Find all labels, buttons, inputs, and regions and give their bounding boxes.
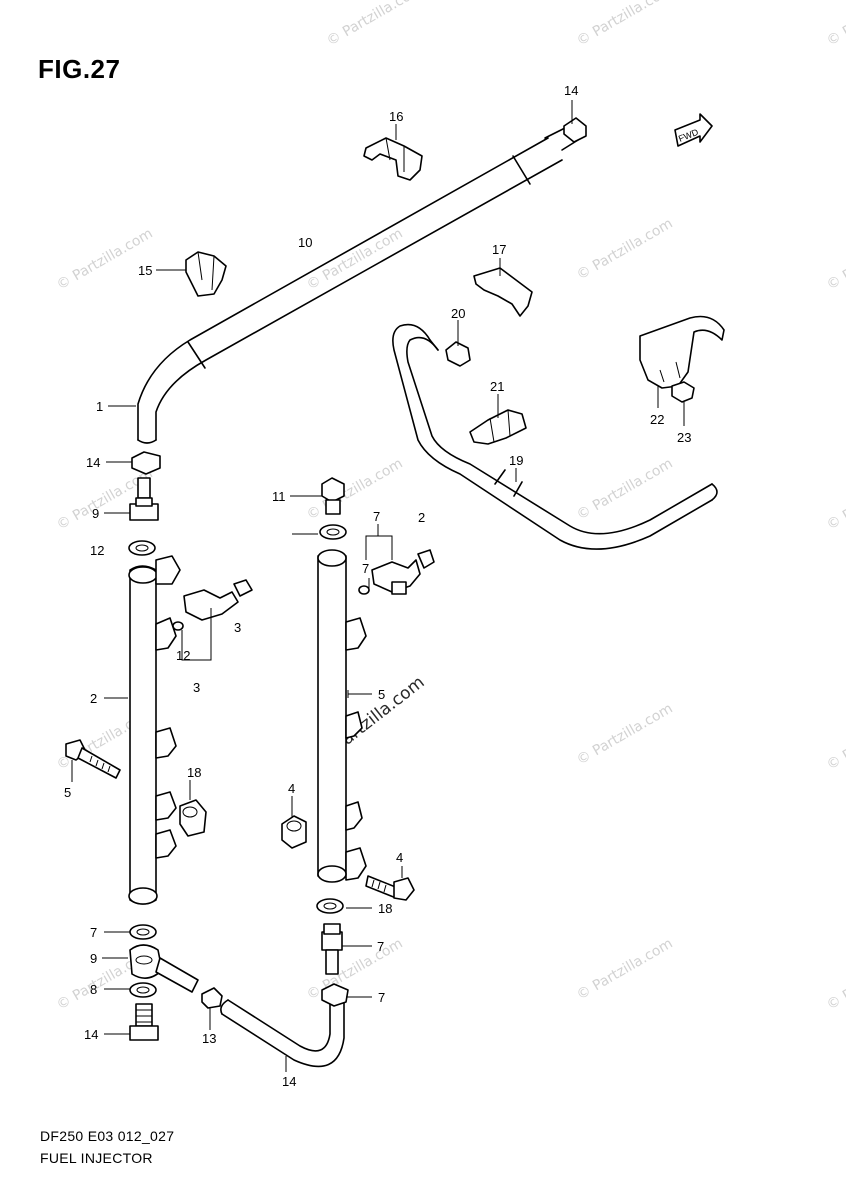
grommet-4-right [281, 815, 307, 849]
watermark: © Partzilla.com [54, 226, 156, 294]
watermark: © Partzilla.com [824, 946, 846, 1014]
watermark: © Partzilla.com [574, 0, 676, 49]
callout: 21 [490, 379, 504, 394]
watermark: © Partzilla.com [304, 226, 406, 294]
callout: 14 [282, 1074, 296, 1089]
fuel-hose-19 [392, 323, 718, 550]
hose-clamp-15 [185, 251, 227, 297]
callout: 18 [378, 901, 392, 916]
washer-7-right [319, 524, 347, 540]
callout: 10 [298, 235, 312, 250]
fuel-hose-10 [137, 127, 579, 444]
callout: 19 [509, 453, 523, 468]
fuel-hose-6 [220, 995, 345, 1068]
watermark: © Partzilla.com [574, 216, 676, 284]
callout: 14 [84, 1027, 98, 1042]
fuel-rail-5-left [128, 555, 181, 905]
bolt-11 [321, 477, 345, 515]
fwd-arrow-icon: FWD [674, 113, 713, 147]
callout: 12 [176, 648, 190, 663]
callout: 23 [677, 430, 691, 445]
callout: 7 [378, 990, 385, 1005]
callout: 5 [64, 785, 71, 800]
union-fitting-8 [129, 944, 199, 993]
washer-7-union [129, 982, 157, 998]
callout: 18 [187, 765, 201, 780]
watermark: © Partzilla.com [574, 936, 676, 1004]
bolt-23 [671, 381, 695, 403]
hose-clamp-14 [563, 117, 587, 143]
bolt-18-right [365, 875, 415, 901]
washer-7 [128, 540, 156, 556]
callout: 12 [90, 543, 104, 558]
callout: 7 [362, 561, 369, 576]
hose-clamp-17 [473, 267, 533, 317]
fuel-rail-5-right [317, 549, 367, 883]
hose-clamp-14-left [131, 451, 161, 475]
fuel-injector-2-right [358, 549, 435, 595]
union-bolt-13 [129, 1003, 159, 1041]
hose-clamp-16 [363, 137, 423, 181]
hose-clamp-14-right [321, 983, 349, 1007]
clamp-21 [469, 409, 527, 445]
bolt-18-left [65, 739, 121, 779]
callout: 5 [378, 687, 385, 702]
watermark: © Partzilla.com [824, 466, 846, 534]
callout: 9 [90, 951, 97, 966]
callout-labels: 14 16 10 15 17 20 1 21 22 23 19 14 9 11 … [64, 83, 691, 1089]
callout: 4 [288, 781, 295, 796]
callout: 17 [492, 242, 506, 257]
grommet-4-left [179, 799, 207, 837]
fuel-injector-2-left [172, 579, 253, 631]
watermark: © Partzilla.com [824, 706, 846, 774]
callout: 8 [90, 982, 97, 997]
callout: 2 [90, 691, 97, 706]
hose-clamp-14-bottom [201, 987, 223, 1009]
callout: 9 [92, 506, 99, 521]
callout: 7 [373, 509, 380, 524]
callout: 3 [234, 620, 241, 635]
clamp-20 [445, 341, 471, 367]
callout: 15 [138, 263, 152, 278]
watermark: © Partzilla.com [304, 456, 406, 524]
washer-7-lower [129, 924, 157, 940]
watermark: © Partzilla.com [824, 0, 846, 49]
callout: 20 [451, 306, 465, 321]
callout: 2 [418, 510, 425, 525]
bracket-22 [639, 315, 725, 389]
watermark: © Partzilla.com [824, 226, 846, 294]
fitting-9-left [129, 477, 159, 521]
callout: 14 [86, 455, 100, 470]
callout: 7 [377, 939, 384, 954]
callout: 14 [564, 83, 578, 98]
callout: 1 [96, 399, 103, 414]
watermark: © Partzilla.com [574, 701, 676, 769]
figure-code: DF250 E03 012_027 [40, 1128, 175, 1144]
watermark-layer: © Partzilla.com © Partzilla.com © Partzi… [54, 0, 846, 1013]
callout: 7 [90, 925, 97, 940]
washer-7-right-bottom [316, 898, 344, 914]
callout: 11 [272, 489, 286, 504]
callout: 16 [389, 109, 403, 124]
callout: 22 [650, 412, 664, 427]
fitting-9-right [321, 923, 343, 975]
watermark: © Partzilla.com [324, 0, 426, 49]
callout: 4 [396, 850, 403, 865]
callout: 3 [193, 680, 200, 695]
figure-title: FIG.27 [38, 54, 121, 84]
figure-name: FUEL INJECTOR [40, 1150, 153, 1166]
leader-lines [71, 100, 685, 1072]
callout: 13 [202, 1031, 216, 1046]
